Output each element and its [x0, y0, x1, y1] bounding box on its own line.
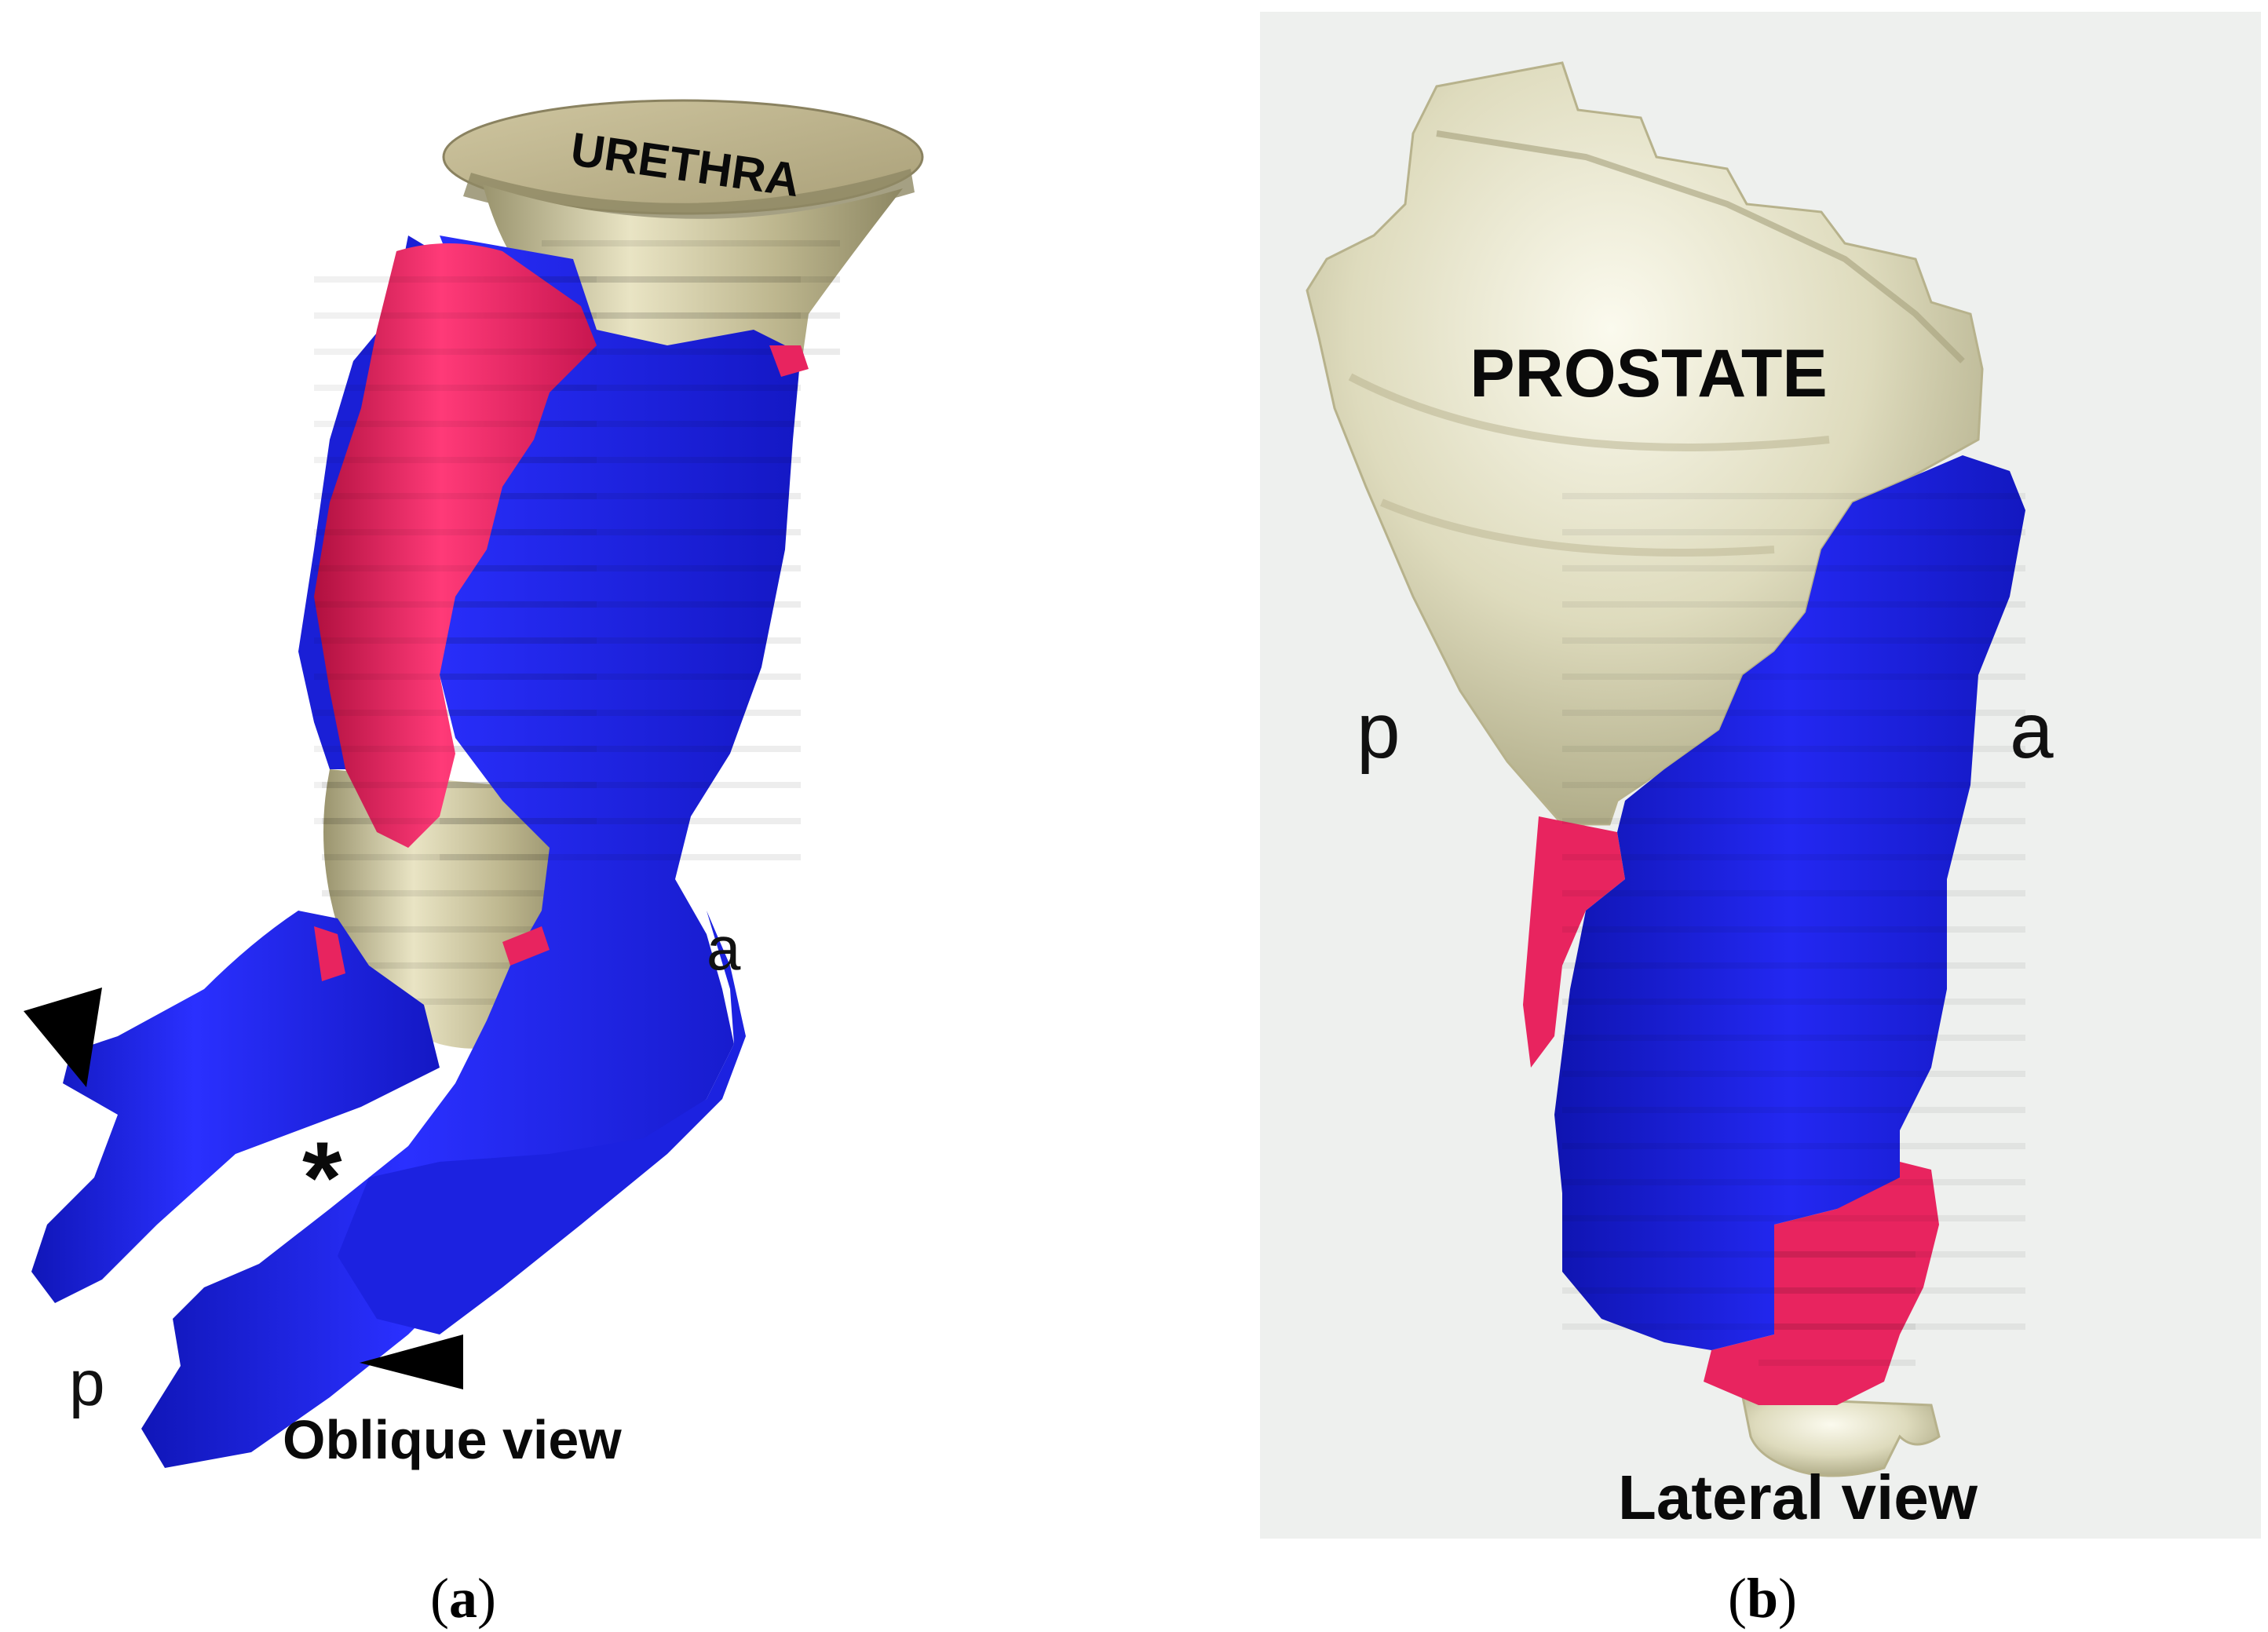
panel-a: URETHRA a p * Oblique view (a) — [24, 99, 924, 1630]
posterior-label-b: p — [1357, 687, 1401, 775]
arrowhead-icon — [360, 1334, 463, 1389]
blue-structure-b — [1554, 455, 2025, 1350]
caption-a: (a) — [430, 1567, 496, 1630]
arrowhead-icon — [24, 988, 102, 1087]
red-structure-a — [314, 243, 809, 981]
view-label-b: Lateral view — [1618, 1462, 1978, 1532]
asterisk-marker: * — [302, 1120, 342, 1235]
view-label-a: Oblique view — [283, 1409, 622, 1470]
anterior-label-b: a — [2010, 687, 2054, 775]
caption-b-letter: b — [1747, 1567, 1778, 1630]
panel-b: PROSTATE p a Lateral view (b) — [1260, 12, 2261, 1630]
anterior-label-a: a — [707, 914, 741, 983]
posterior-label-a: p — [69, 1348, 105, 1419]
prostate-label: PROSTATE — [1470, 336, 1828, 411]
caption-a-letter: a — [449, 1567, 477, 1630]
blue-structure-posterior-limb — [31, 911, 440, 1303]
caption-b: (b) — [1728, 1567, 1797, 1630]
